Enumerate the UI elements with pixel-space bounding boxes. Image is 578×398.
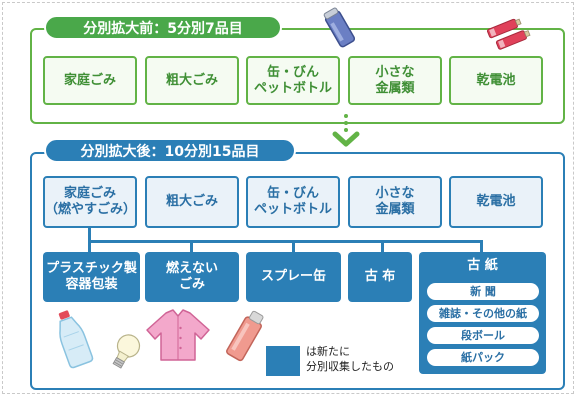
after-item-bulky: 粗大ごみ xyxy=(145,176,239,228)
after-item-household-burnable: 家庭ごみ（燃やすごみ） xyxy=(43,176,137,228)
old-paper-title: 古 紙 xyxy=(467,258,498,273)
connector-drop-paper xyxy=(480,240,483,252)
paper-subitem-paper-cartons: 紙パック xyxy=(427,349,539,366)
connector-drop-nonburnable xyxy=(190,240,193,252)
spray-can-icon xyxy=(323,7,356,48)
before-item-batteries: 乾電池 xyxy=(449,56,543,105)
paper-subitem-newspaper: 新 聞 xyxy=(427,283,539,300)
connector-drop-cloth xyxy=(381,240,384,252)
connector-drop-spray xyxy=(292,240,295,252)
new-item-spray-cans: スプレー缶 xyxy=(246,252,341,302)
new-item-old-cloth: 古 布 xyxy=(348,252,412,302)
connector-stem xyxy=(88,228,91,242)
after-title: 分別拡大後：10分別15品目 xyxy=(44,138,296,163)
legend-text: は新たに 分別収集したもの xyxy=(306,345,394,373)
connector-drop-plastic xyxy=(88,240,91,252)
pet-bottle-icon xyxy=(58,310,94,369)
before-item-cans-bottles: 缶・びんペットボトル xyxy=(246,56,340,105)
clothing-icon xyxy=(146,309,210,361)
after-item-small-metals: 小さな金属類 xyxy=(348,176,442,228)
after-item-cans-bottles: 缶・びんペットボトル xyxy=(246,176,340,228)
connector-bar xyxy=(88,240,483,243)
new-item-non-burnable: 燃えないごみ xyxy=(145,252,239,302)
light-bulb-icon xyxy=(112,334,141,369)
legend-swatch xyxy=(266,346,300,376)
before-item-small-metals: 小さな金属類 xyxy=(348,56,442,105)
before-item-bulky: 粗大ごみ xyxy=(145,56,239,105)
after-item-batteries: 乾電池 xyxy=(449,176,543,228)
before-item-household: 家庭ごみ xyxy=(43,56,137,105)
spray-can-icon xyxy=(226,310,264,362)
outer-frame xyxy=(2,2,574,394)
paper-subitem-magazines: 雑誌・その他の紙 xyxy=(427,305,539,322)
new-item-plastic-packaging: プラスチック製容器包装 xyxy=(43,252,140,302)
before-title: 分別拡大前：5分別7品目 xyxy=(44,15,282,40)
down-arrow-icon xyxy=(332,114,360,147)
paper-subitem-cardboard: 段ボール xyxy=(427,327,539,344)
batteries-icon xyxy=(486,18,531,50)
